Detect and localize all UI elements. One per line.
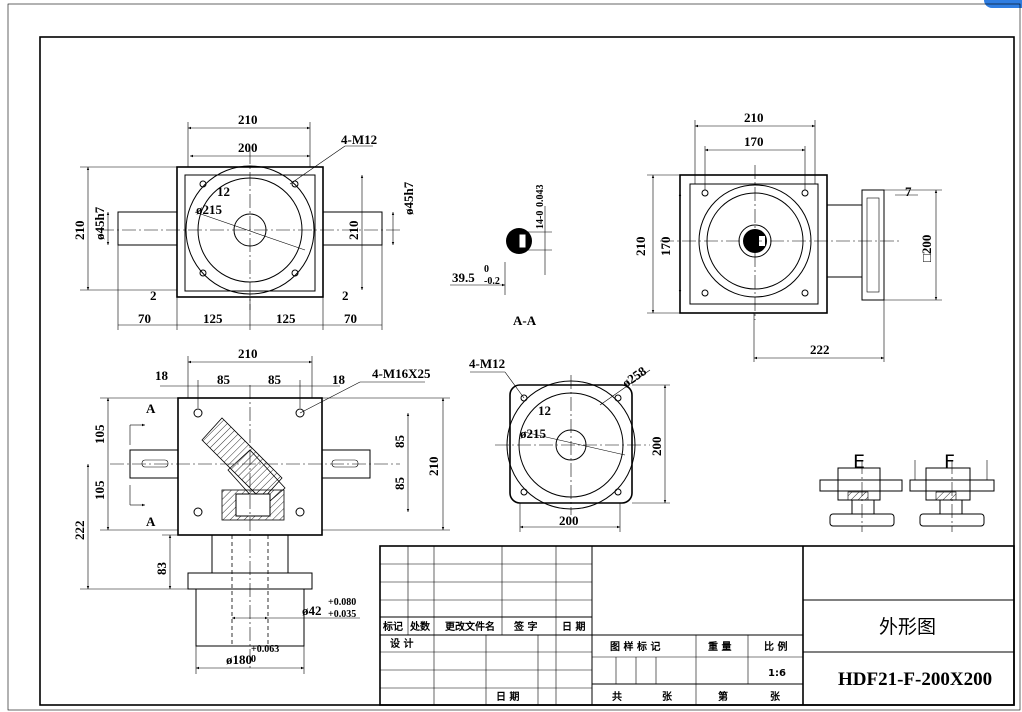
section-depth-tol-upper: 0	[484, 264, 489, 275]
rev-header-date: 日 期	[562, 620, 585, 633]
top-half-right: 125	[276, 311, 296, 326]
top-gap-right: 2	[342, 288, 349, 303]
front-flange-tol-upper: +0.063	[251, 644, 279, 655]
mount-label-e: E	[853, 451, 865, 473]
trim-border	[7, 3, 1021, 711]
front-lower: 105	[92, 480, 107, 500]
side-dim-inner: 170	[744, 134, 764, 149]
side-dim-height: 210	[633, 237, 648, 257]
date-label: 日 期	[496, 690, 519, 703]
top-ext-left: 70	[138, 311, 151, 326]
front-upper: 105	[92, 424, 107, 444]
mount-view-f	[909, 460, 995, 532]
top-dim-pcd: ø215	[196, 202, 223, 217]
marks-header: 图 样 标 记	[610, 640, 660, 653]
drawing-title: 外形图	[879, 616, 936, 638]
front-half-right: 85	[268, 372, 282, 387]
drawing-number: HDF21-F-200X200	[838, 669, 992, 690]
top-bolts-callout: 4-M12	[341, 132, 377, 147]
front-half-left: 85	[217, 372, 231, 387]
top-dim-offset: 12	[217, 184, 230, 199]
weight-header: 重 量	[708, 640, 731, 653]
flange-pcd: ø215	[520, 426, 547, 441]
front-view	[80, 356, 450, 674]
design-label: 设 计	[390, 637, 413, 650]
section-mark-bottom: A	[146, 514, 156, 529]
top-shaft-right: ø45h7	[401, 181, 416, 215]
mount-label-f: F	[944, 451, 955, 473]
side-view	[647, 120, 942, 362]
top-dim-width: 210	[238, 112, 258, 127]
top-half-left: 125	[203, 311, 223, 326]
rev-header-sign: 签 字	[513, 620, 537, 633]
front-left-edge: 18	[155, 368, 169, 383]
rev-header-mark: 标记	[382, 620, 403, 633]
rev-header-file: 更改文件名	[445, 620, 495, 633]
front-right-lower: 85	[392, 477, 407, 491]
front-shaft-tol-upper: +0.080	[328, 597, 356, 608]
top-dim-bolt-span: 200	[238, 140, 258, 155]
front-dim-width: 210	[238, 346, 258, 361]
section-depth-tol-lower: -0.2	[484, 276, 500, 287]
top-shaft-left: ø45h7	[92, 206, 107, 240]
flange-width: 200	[559, 513, 579, 528]
front-shaft-dia: ø42	[302, 603, 322, 618]
front-right-edge: 18	[332, 372, 346, 387]
front-overall: 222	[72, 521, 87, 541]
side-flange-square: □200	[919, 235, 934, 262]
side-dim-width: 210	[744, 110, 764, 125]
mount-view-e	[819, 460, 903, 532]
section-mark-top: A	[146, 401, 156, 416]
top-gap-left: 2	[150, 288, 157, 303]
front-bolts-callout: 4-M16X25	[372, 366, 431, 381]
flange-bolts-callout: 4-M12	[469, 356, 505, 371]
side-dim-height-inner: 170	[658, 237, 673, 257]
top-height-right: 210	[346, 221, 361, 241]
flange-outer-dia: ø258	[619, 363, 649, 390]
sheet-no-label: 第	[718, 690, 728, 703]
side-flange-thk: 7	[905, 184, 912, 199]
title-block	[379, 545, 1015, 706]
sheet-unit-2: 张	[770, 690, 781, 703]
front-right-upper: 85	[392, 435, 407, 449]
front-flange-dia: ø180	[226, 652, 252, 667]
flange-view	[470, 369, 670, 532]
section-key-tol: 0.043	[535, 185, 546, 208]
section-depth: 39.5	[452, 270, 475, 285]
flange-offset: 12	[538, 403, 551, 418]
drawing-frame	[39, 36, 1015, 706]
flange-height: 200	[649, 437, 664, 457]
top-view	[80, 122, 400, 330]
total-sheets-label: 共	[612, 690, 622, 703]
scale-value: 1:6	[768, 668, 786, 679]
side-length: 222	[810, 342, 830, 357]
front-shaft-tol-lower: +0.035	[328, 609, 356, 620]
top-height-left: 210	[72, 221, 87, 241]
section-aa	[450, 206, 552, 295]
sheet-unit-1: 张	[662, 690, 673, 703]
section-label: A-A	[513, 313, 537, 328]
front-flange-h: 83	[154, 562, 169, 576]
rev-header-count: 处数	[409, 620, 431, 633]
top-ext-right: 70	[344, 311, 357, 326]
front-flange-tol-lower: 0	[251, 654, 256, 665]
scale-header: 比 例	[764, 640, 787, 653]
section-key-dim: 14-0	[535, 211, 546, 229]
front-height: 210	[426, 457, 441, 477]
